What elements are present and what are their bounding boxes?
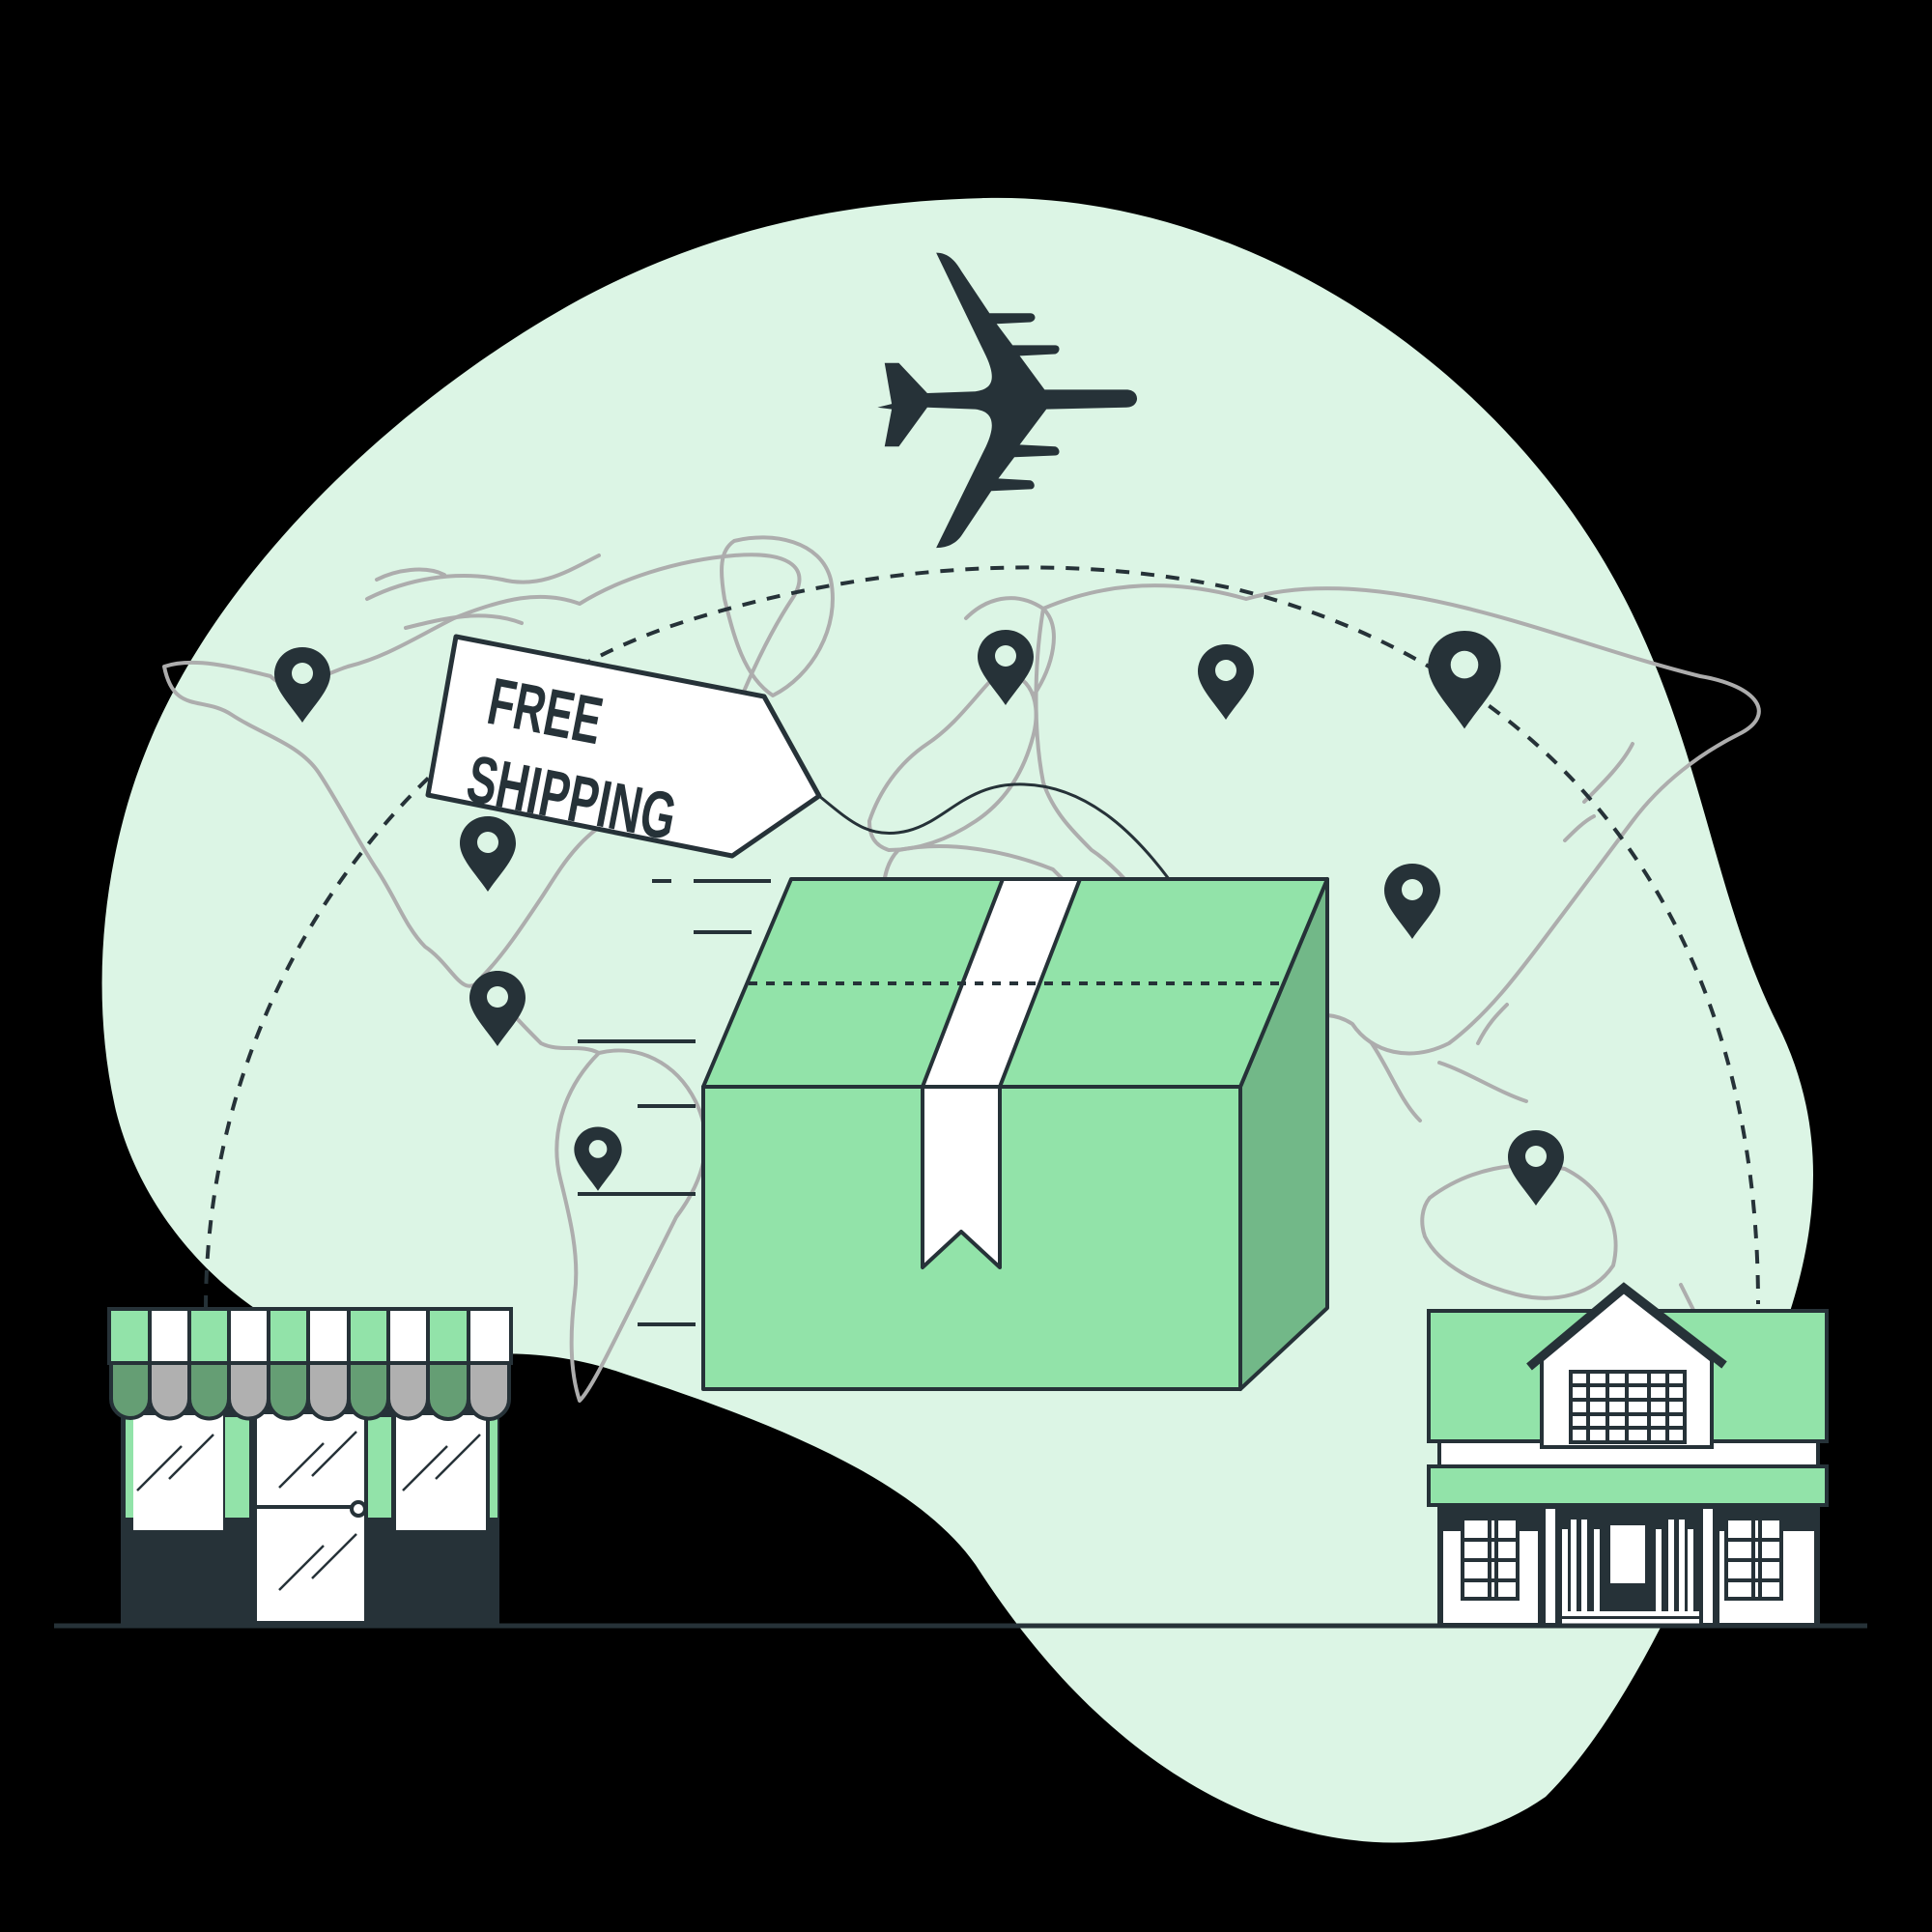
shop-green-panel-mid-left bbox=[225, 1417, 249, 1518]
shop-green-panel-right bbox=[490, 1417, 497, 1518]
tag-shape bbox=[425, 634, 822, 859]
map-southeast-asia bbox=[1370, 1003, 1528, 1122]
location-pin-icon bbox=[574, 1126, 622, 1191]
box-tape-ribbon bbox=[921, 1085, 1002, 1269]
house-band bbox=[1427, 1464, 1829, 1507]
location-pin-icon bbox=[1428, 631, 1501, 729]
shop-green-panel-mid-right bbox=[367, 1417, 391, 1518]
house-door bbox=[1610, 1525, 1645, 1583]
airplane-icon bbox=[877, 252, 1138, 549]
location-pin-icon bbox=[469, 971, 526, 1046]
shop-awning bbox=[107, 1307, 513, 1421]
awning-scallops bbox=[109, 1361, 511, 1421]
location-pin-icon bbox=[1384, 864, 1440, 939]
map-south-america bbox=[554, 1048, 708, 1403]
delivery-route bbox=[204, 565, 1760, 1310]
shop-green-panel-left bbox=[126, 1417, 135, 1518]
location-pin-icon bbox=[978, 630, 1034, 705]
map-arctic-islands bbox=[365, 554, 601, 630]
shop-door bbox=[253, 1410, 368, 1625]
shop bbox=[107, 1307, 513, 1627]
location-pin-icon bbox=[1198, 644, 1254, 720]
shipping-box bbox=[701, 877, 1329, 1391]
location-pin-icon bbox=[460, 816, 516, 892]
location-pin-icon bbox=[274, 647, 330, 723]
tag-string bbox=[818, 782, 1171, 880]
map-greenland bbox=[720, 535, 835, 697]
free-shipping-tag: FREE SHIPPING bbox=[425, 634, 822, 859]
house-column-left bbox=[1542, 1505, 1559, 1627]
house-column-right bbox=[1699, 1505, 1717, 1627]
speed-lines bbox=[578, 879, 771, 1326]
location-pin-icon bbox=[1508, 1130, 1564, 1206]
house-gable-roofline bbox=[1526, 1282, 1727, 1371]
shop-window-left bbox=[133, 1415, 223, 1530]
location-pins bbox=[274, 630, 1564, 1206]
door-knob bbox=[350, 1500, 367, 1518]
map-asia bbox=[1034, 583, 1761, 1056]
house bbox=[1427, 1282, 1829, 1627]
